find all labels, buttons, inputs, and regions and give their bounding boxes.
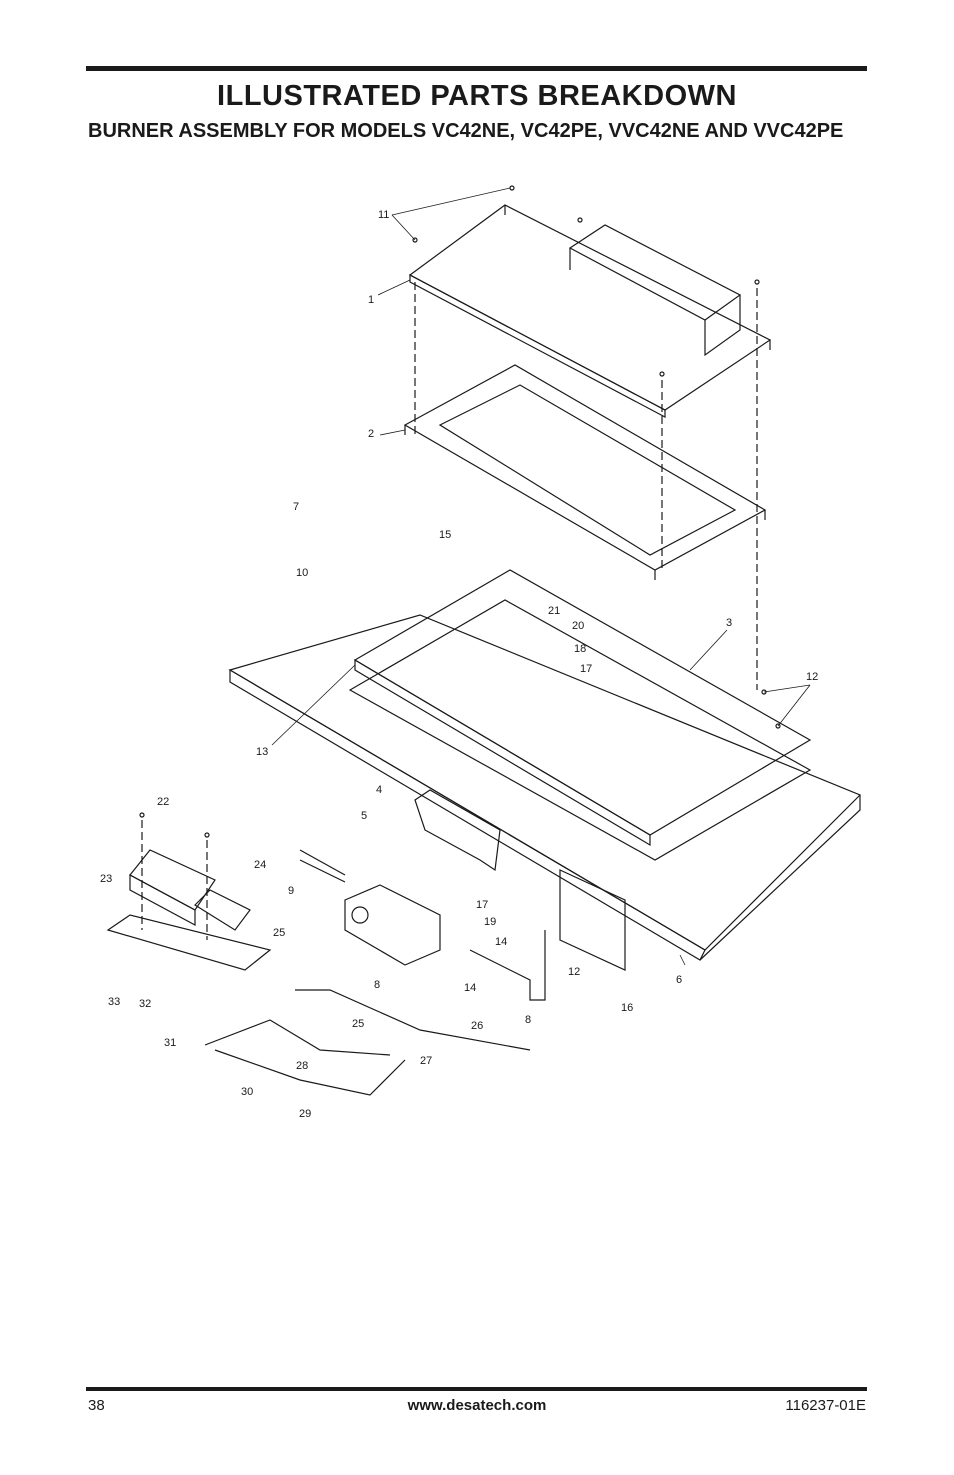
page-number: 38 (88, 1397, 105, 1414)
callout-label: 27 (420, 1055, 432, 1067)
section-title: BURNER ASSEMBLY FOR MODELS VC42NE, VC42P… (88, 120, 844, 142)
callout-label: 18 (574, 643, 586, 655)
part-frame (403, 364, 767, 580)
callout-label: 25 (352, 1018, 364, 1030)
callout-label: 11 (378, 209, 389, 221)
callout-label: 23 (100, 873, 112, 885)
part-gas-valve (344, 884, 441, 966)
exploded-view-drawing: 11 1 2 3 12 7 10 15 21 20 18 17 13 4 5 2… (100, 185, 862, 1120)
top-rule (86, 66, 867, 71)
callout-label: 10 (296, 567, 308, 579)
screws (139, 185, 781, 838)
callout-label: 2 (368, 428, 374, 440)
callout-label: 31 (164, 1037, 176, 1049)
callout-label: 32 (139, 998, 151, 1010)
part-gas-line (469, 930, 546, 1001)
callout-label: 6 (676, 974, 682, 986)
callout-label: 15 (439, 529, 451, 541)
callout-label: 25 (273, 927, 285, 939)
part-burner-plate (348, 569, 812, 861)
callout-label: 22 (157, 796, 169, 808)
callout-label: 12 (568, 966, 580, 978)
part-control-module (106, 849, 272, 971)
callout-label: 24 (254, 859, 266, 871)
callout-label: 30 (241, 1086, 253, 1098)
part-bracket (414, 789, 501, 872)
leader-lines (271, 187, 811, 966)
callout-label: 4 (376, 784, 382, 796)
callout-label: 13 (256, 746, 268, 758)
callout-label: 7 (293, 501, 299, 513)
callout-label: 12 (806, 671, 818, 683)
callout-label: 17 (476, 899, 488, 911)
part-base-pan (228, 614, 862, 961)
footer-website: www.desatech.com (407, 1397, 547, 1414)
callout-label: 9 (288, 885, 294, 897)
page-title: ILLUSTRATED PARTS BREAKDOWN (217, 80, 737, 112)
callout-label: 1 (368, 294, 374, 306)
callout-label: 14 (464, 982, 476, 994)
part-wiring-harness (204, 989, 531, 1096)
part-top-cover (408, 204, 772, 418)
callout-label: 8 (525, 1014, 531, 1026)
callout-label: 19 (484, 916, 496, 928)
callout-label: 33 (108, 996, 120, 1008)
part-side-panel (559, 869, 626, 971)
callout-label: 16 (621, 1002, 633, 1014)
callout-label: 8 (374, 979, 380, 991)
callout-label: 20 (572, 620, 584, 632)
document-number: 116237-01E (785, 1397, 866, 1414)
callout-label: 17 (580, 663, 592, 675)
part-hose (299, 849, 346, 883)
callout-label: 14 (495, 936, 507, 948)
bottom-rule (86, 1387, 867, 1391)
parts-diagram: 11 1 2 3 12 7 10 15 21 20 18 17 13 4 5 2… (0, 170, 954, 1130)
callout-label: 28 (296, 1060, 308, 1072)
callout-label: 3 (726, 617, 732, 629)
alignment-lines (141, 282, 758, 940)
callout-labels: 11 1 2 3 12 7 10 15 21 20 18 17 13 4 5 2… (100, 209, 818, 1120)
callout-label: 21 (548, 605, 560, 617)
callout-label: 5 (361, 810, 367, 822)
callout-label: 29 (299, 1108, 311, 1120)
callout-label: 26 (471, 1020, 483, 1032)
